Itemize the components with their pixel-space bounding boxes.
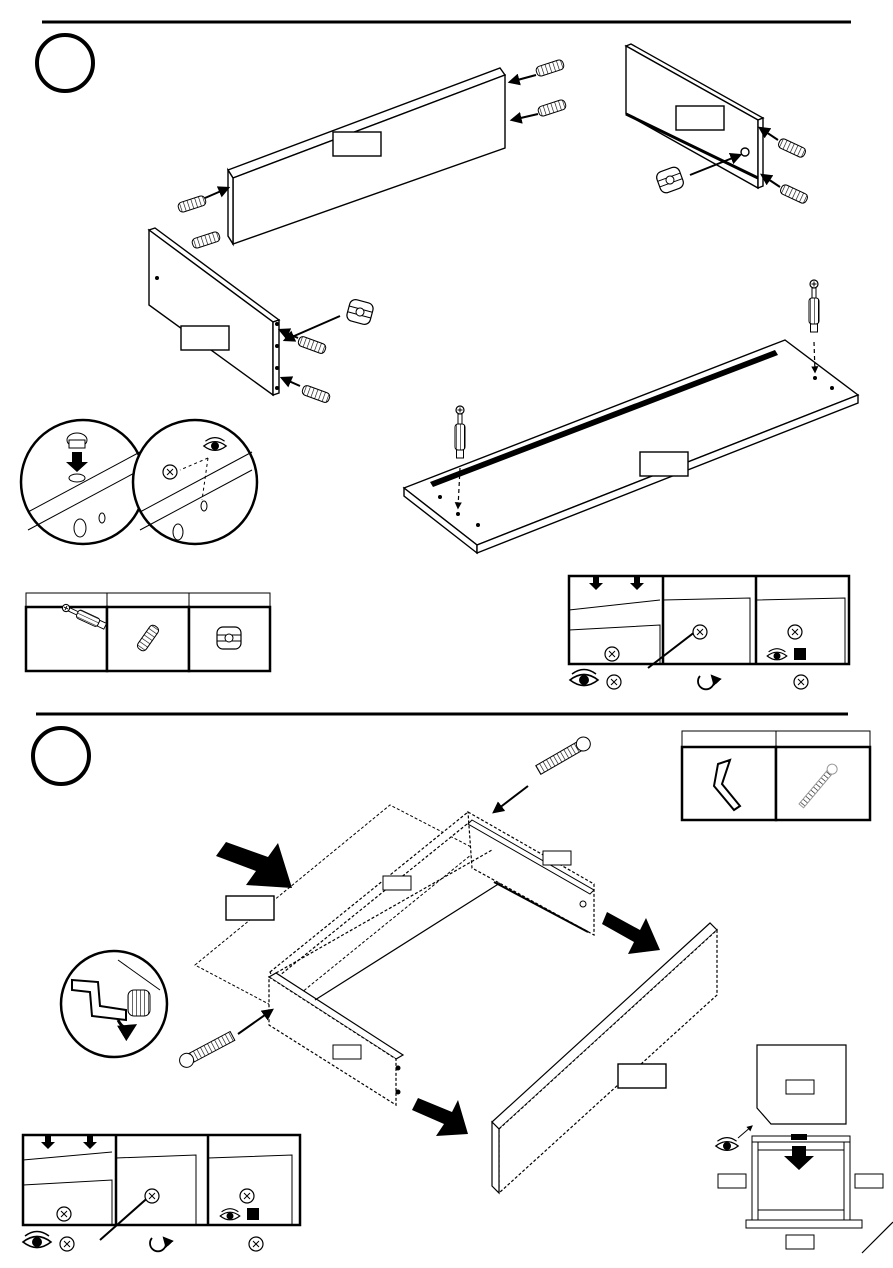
panel-label-drawer-bottom — [226, 896, 274, 920]
cam-icon — [693, 625, 707, 639]
overview-label-bottom — [786, 1235, 814, 1249]
parts-table-step-2 — [682, 731, 870, 820]
overview-label-drawer — [786, 1080, 814, 1094]
cam-lock-nut-icon — [217, 627, 241, 649]
step-2-number-circle — [33, 728, 89, 784]
locked-cam-icon — [794, 675, 808, 689]
cam-lock-nut-icon — [346, 298, 375, 325]
cam-icon — [605, 647, 619, 661]
panel-label-drawer-front — [618, 1064, 666, 1088]
dowel-icon — [779, 184, 809, 205]
drawer-bottom-sheet — [195, 805, 477, 1010]
panel-label-side-left — [181, 326, 229, 350]
dowel-icon — [191, 231, 221, 249]
rotate-clockwise-icon — [150, 1238, 166, 1251]
dowel-icon — [537, 99, 567, 117]
locked-cam-icon — [249, 1237, 263, 1251]
drawer-front-panel — [492, 923, 717, 1193]
confirmat-screw-icon — [177, 1030, 236, 1070]
panel-label-drawer-side — [333, 1045, 361, 1059]
overview-label-right — [855, 1174, 883, 1188]
dowel-icon — [177, 195, 207, 213]
dowel-icon — [301, 385, 331, 404]
step-1-number-circle — [37, 35, 93, 91]
cam-icon — [60, 1237, 74, 1251]
cam-lock-sequence-step-1 — [569, 576, 849, 689]
rotate-clockwise-icon — [698, 676, 714, 689]
cam-arrow-icon — [163, 465, 177, 479]
eye-cam-icon — [570, 670, 598, 686]
thumbs-up-icon — [794, 648, 806, 660]
cam-lock-bolt-icon — [809, 280, 819, 332]
cam-icon — [240, 1189, 254, 1203]
detail-circle-insert-cam-nut — [21, 420, 145, 544]
cam-icon — [57, 1207, 71, 1221]
insert-arrow — [216, 842, 292, 888]
insert-arrow — [602, 912, 660, 954]
bottom-panel — [404, 340, 858, 553]
cam-lock-nut-icon — [655, 166, 685, 195]
panel-label-drawer-back — [383, 876, 411, 890]
parts-table-step-1 — [26, 593, 270, 671]
confirmat-screw-icon — [535, 734, 593, 776]
dowel-icon — [297, 336, 327, 355]
side-panel-left — [149, 228, 279, 395]
page-corner-mark — [862, 1222, 893, 1253]
detail-circle-allen-key — [61, 951, 167, 1057]
back-panel — [228, 68, 505, 244]
cam-lock-sequence-step-2 — [23, 1135, 300, 1251]
cam-icon — [145, 1189, 159, 1203]
insert-arrow — [412, 1098, 468, 1136]
detail-circle-align-arrow — [133, 420, 257, 544]
thumbs-up-icon — [247, 1208, 259, 1220]
eye-cam-icon — [23, 1232, 51, 1248]
cam-icon — [788, 625, 802, 639]
dowel-icon — [777, 138, 807, 159]
panel-label-drawer-side-back — [543, 851, 571, 865]
panel-label-back — [333, 132, 381, 156]
side-panel-right — [626, 44, 763, 188]
eye-icon — [716, 1138, 738, 1151]
dowel-icon — [535, 59, 565, 77]
panel-label-side-right — [676, 106, 724, 130]
cam-icon — [607, 675, 621, 689]
overview-label-left — [718, 1174, 746, 1188]
panel-label-bottom — [640, 452, 688, 476]
overview-drawer-insertion — [716, 1045, 883, 1249]
cam-lock-bolt-icon — [455, 406, 465, 458]
